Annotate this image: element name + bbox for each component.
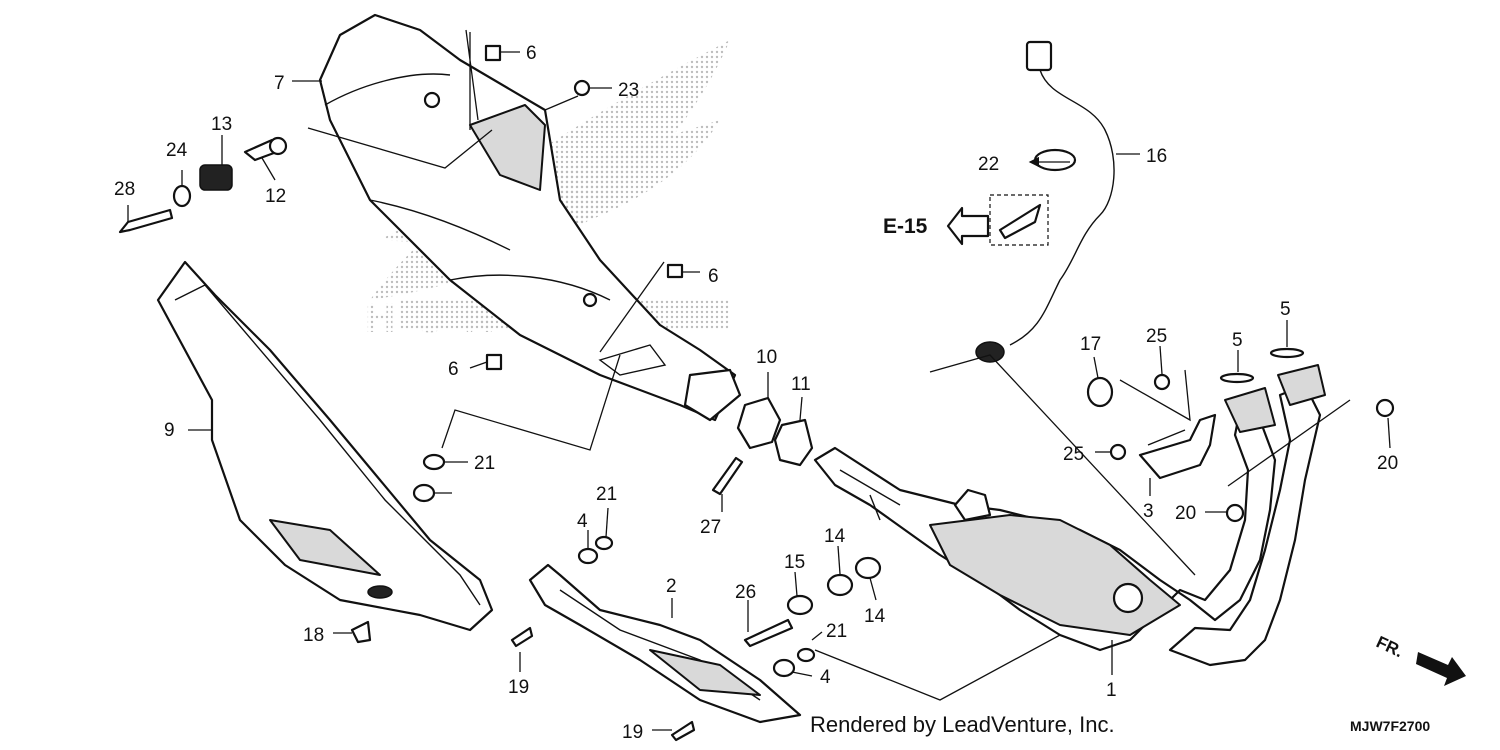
callout-7: 7 <box>274 73 285 94</box>
callout-5b: 5 <box>1280 299 1291 320</box>
callout-18: 18 <box>303 625 324 646</box>
front-direction-label: FR. <box>1373 632 1406 661</box>
callout-4b: 4 <box>820 667 831 688</box>
callout-19a: 19 <box>508 677 529 698</box>
diagram-code: MJW7F2700 <box>1350 718 1431 734</box>
exhaust-pipe-part-1 <box>813 364 1326 667</box>
callout-19b: 19 <box>622 722 643 743</box>
e15-reference: E-15 <box>883 194 1049 246</box>
callout-20a: 20 <box>1175 503 1196 524</box>
callout-25b: 25 <box>1063 444 1084 465</box>
callout-17: 17 <box>1080 334 1101 355</box>
callout-11: 11 <box>791 374 811 395</box>
callout-15: 15 <box>784 552 805 573</box>
callout-25a: 25 <box>1146 326 1167 347</box>
callout-12: 12 <box>265 186 286 207</box>
heat-shield-part-9 <box>156 260 494 632</box>
clip-part-22 <box>1033 148 1077 172</box>
lower-protector-part-2 <box>528 563 802 724</box>
rendered-by-credit: Rendered by LeadVenture, Inc. <box>810 712 1115 737</box>
callout-10: 10 <box>756 347 777 368</box>
callout-14b: 14 <box>864 606 886 627</box>
muffler-silencer-part-7 <box>318 13 742 422</box>
callout-2: 2 <box>666 576 677 597</box>
callout-6b: 6 <box>708 266 719 287</box>
callout-28: 28 <box>114 179 135 200</box>
o2-sensor-part-16 <box>975 40 1115 363</box>
callout-16: 16 <box>1146 146 1167 167</box>
callout-21b: 21 <box>596 484 617 505</box>
callout-20b: 20 <box>1377 453 1398 474</box>
callout-22: 22 <box>978 154 999 175</box>
callout-13: 13 <box>211 114 232 135</box>
callout-6c: 6 <box>448 359 459 380</box>
callout-21c: 21 <box>826 621 847 642</box>
hardware-parts <box>118 44 1395 742</box>
gasket-part-10 <box>736 396 782 450</box>
front-direction-indicator: FR. <box>1373 632 1466 686</box>
front-arrow-icon <box>1416 652 1466 686</box>
gasket-part-11 <box>773 418 814 467</box>
bracket-part-3 <box>1138 413 1217 480</box>
callout-3: 3 <box>1143 501 1154 522</box>
callout-5a: 5 <box>1232 330 1243 351</box>
callout-27: 27 <box>700 517 721 538</box>
callout-24: 24 <box>166 140 188 161</box>
leader-lines <box>127 29 1391 731</box>
callout-6a: 6 <box>526 43 537 64</box>
callout-9: 9 <box>164 420 175 441</box>
callout-21a: 21 <box>474 453 495 474</box>
callout-14a: 14 <box>824 526 846 547</box>
e15-reference-label: E-15 <box>883 215 928 238</box>
callout-numbers: 7 6 23 13 24 28 12 6 6 9 21 10 11 27 2 4… <box>114 43 1398 743</box>
callout-4a: 4 <box>577 511 588 532</box>
callout-23: 23 <box>618 80 639 101</box>
callout-26: 26 <box>735 582 756 603</box>
callout-1: 1 <box>1106 680 1117 701</box>
